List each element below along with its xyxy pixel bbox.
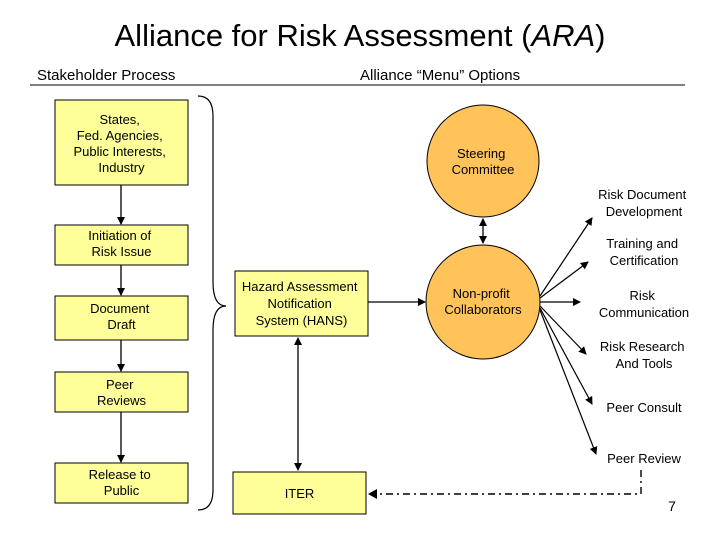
arrow-to-risk-document (539, 217, 593, 297)
states-line-4: Industry (98, 160, 145, 175)
menu-options: Risk Document Development Training and C… (598, 187, 690, 466)
menu-option-peer-consult: Peer Consult (606, 400, 682, 415)
steering-line-1: Steering (457, 146, 505, 161)
nonprofit-collaborators-text: Non-profit Collaborators (444, 286, 522, 317)
peer-reviews-line-2: Reviews (97, 393, 147, 408)
stakeholder-box-release-text: Release to Public (89, 467, 155, 498)
brace-bracket (197, 95, 227, 511)
release-line-1: Release to (89, 467, 151, 482)
stakeholder-box-peer-reviews-rect (54, 371, 189, 413)
page-title: Alliance for Risk Assessment (ARA) (115, 18, 606, 53)
menu-option-training: Training and Certification (606, 236, 681, 268)
hans-line-1: Hazard Assessment (242, 279, 358, 294)
stakeholder-box-draft: Document Draft (54, 295, 189, 341)
initiation-line-1: Initiation of (88, 228, 151, 243)
states-line-1: States, (99, 112, 139, 127)
stakeholder-box-initiation: Initiation of Risk Issue (54, 224, 189, 266)
menu-option-risk-document: Risk Document Development (598, 187, 690, 219)
stakeholder-box-peer-reviews-text: Peer Reviews (97, 377, 147, 408)
page-title-close: ) (595, 18, 605, 53)
training-line-1: Training and (606, 236, 678, 251)
stakeholder-box-release: Release to Public (54, 462, 189, 504)
peer-reviews-line-1: Peer (106, 377, 134, 392)
stakeholder-box-draft-rect (54, 295, 189, 341)
risk-research-line-2: And Tools (616, 356, 673, 371)
hans-box-rect (234, 270, 369, 337)
menu-option-peer-review: Peer Review (607, 451, 681, 466)
hans-box-text: Hazard Assessment Notification System (H… (242, 279, 361, 328)
risk-communication-line-2: Communication (599, 305, 689, 320)
stakeholder-steps: States, Fed. Agencies, Public Interests,… (54, 99, 189, 504)
iter-box: ITER (232, 471, 367, 515)
iter-box-rect (232, 471, 367, 515)
draft-line-2: Draft (107, 317, 136, 332)
stakeholder-box-states: States, Fed. Agencies, Public Interests,… (54, 99, 189, 186)
hans-box: Hazard Assessment Notification System (H… (234, 270, 369, 337)
arrow-to-training (539, 261, 589, 299)
arrow-to-peer-consult (539, 307, 593, 405)
peer-review-to-iter-arrowhead (368, 489, 377, 499)
iter-box-text: ITER (285, 486, 315, 501)
stakeholder-box-initiation-rect (54, 224, 189, 266)
draft-line-1: Document (90, 301, 150, 316)
nonprofit-line-2: Collaborators (444, 302, 522, 317)
peer-review-to-iter-connector (372, 470, 642, 495)
stakeholder-box-initiation-text: Initiation of Risk Issue (88, 228, 155, 259)
release-line-2: Public (104, 483, 140, 498)
risk-communication-line-1: Risk (630, 288, 656, 303)
risk-document-line-1: Risk Document (598, 187, 687, 202)
nonprofit-line-1: Non-profit (453, 286, 510, 301)
steering-committee-circle: Steering Committee (426, 104, 540, 218)
header-stakeholder-process: Stakeholder Process (37, 67, 175, 84)
page-title-italic: ARA (529, 18, 595, 53)
menu-option-risk-communication: Risk Communication (599, 288, 689, 320)
stakeholder-box-release-rect (54, 462, 189, 504)
initiation-line-2: Risk Issue (92, 244, 152, 259)
page-number: 7 (668, 498, 676, 514)
header-menu-options: Alliance “Menu” Options (360, 67, 520, 84)
steering-committee-shape (426, 104, 540, 218)
risk-research-line-1: Risk Research (600, 339, 685, 354)
states-line-3: Public Interests, (73, 144, 166, 159)
hans-line-2: Notification (268, 296, 332, 311)
menu-option-risk-research: Risk Research And Tools (600, 339, 688, 371)
risk-document-line-2: Development (606, 204, 683, 219)
stakeholder-box-peer-reviews: Peer Reviews (54, 371, 189, 413)
steering-line-2: Committee (452, 162, 515, 177)
page-title-main: Alliance for Risk Assessment ( (115, 18, 533, 53)
training-line-2: Certification (610, 253, 679, 268)
nonprofit-fanout-arrows (539, 217, 598, 455)
hans-line-3: System (HANS) (256, 313, 348, 328)
steering-committee-text: Steering Committee (452, 146, 515, 177)
stakeholder-box-states-text: States, Fed. Agencies, Public Interests,… (73, 112, 169, 175)
states-line-2: Fed. Agencies, (77, 128, 163, 143)
stakeholder-box-draft-text: Document Draft (90, 301, 153, 332)
nonprofit-collaborators-circle: Non-profit Collaborators (425, 244, 541, 360)
arrow-to-risk-research (539, 305, 587, 355)
arrow-to-peer-review (539, 309, 598, 455)
